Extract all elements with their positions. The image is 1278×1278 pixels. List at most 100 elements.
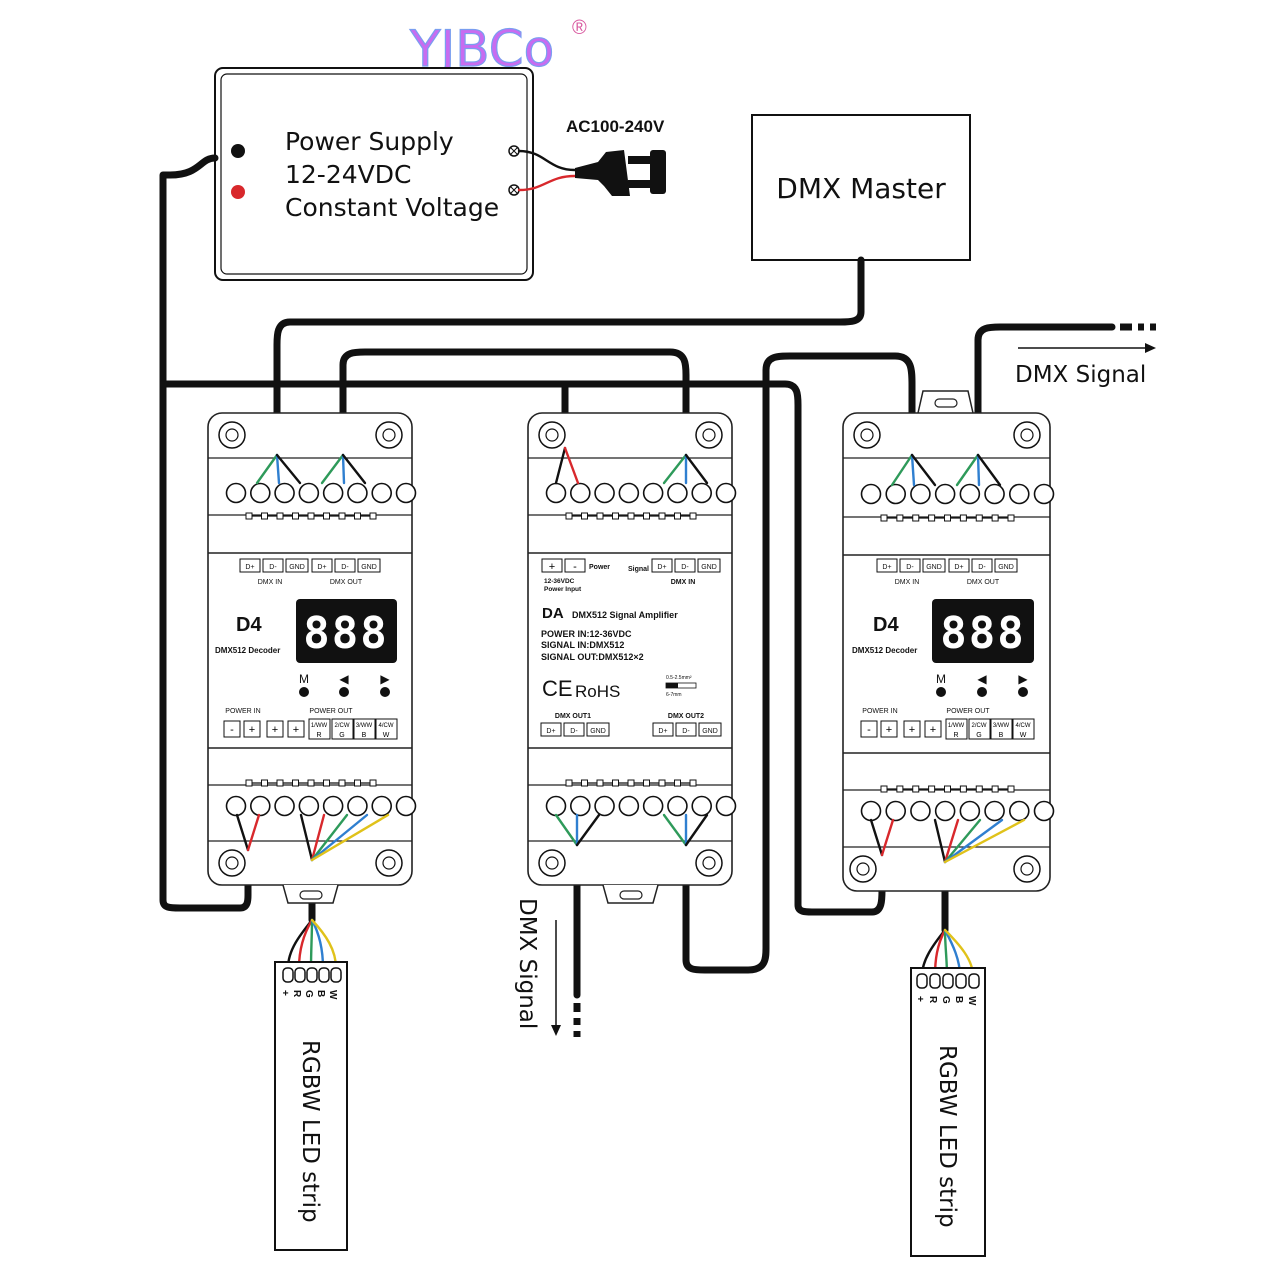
next-button-2[interactable] [1018, 687, 1028, 697]
svg-text:B: B [362, 732, 367, 739]
svg-text:GND: GND [289, 564, 305, 571]
svg-text:W: W [1020, 732, 1027, 739]
mode-button-2[interactable] [936, 687, 946, 697]
dmx-master: DMX Master [751, 114, 971, 261]
svg-text:DMX OUT: DMX OUT [330, 579, 363, 586]
indicator-led [975, 785, 983, 793]
dmx-signal-amplifier: + - Power Signal D+ D- GND 12-36VDC Powe… [527, 412, 737, 904]
svg-text:D+: D+ [546, 728, 555, 735]
svg-text:GND: GND [590, 728, 606, 735]
svg-text:1/WW: 1/WW [311, 723, 328, 729]
svg-text:▶: ▶ [380, 672, 390, 686]
dmx-signal-bottom-label: DMX Signal [514, 898, 540, 1029]
svg-text:+: + [272, 724, 278, 736]
svg-text:+: + [249, 724, 255, 736]
svg-text:+: + [279, 990, 290, 996]
svg-text:D+: D+ [317, 564, 326, 571]
dmx-decoder-1: D+ D- GND D+ D- GND DMX IN DMX OUT D4 DM… [207, 412, 417, 904]
screw-terminal [715, 482, 737, 504]
svg-text:+: + [886, 724, 892, 736]
amp-input-terminals: + - Power Signal D+ D- GND 12-36VDC Powe… [541, 558, 721, 593]
power-supply-title: Power Supply [285, 127, 454, 156]
power-supply-type: Constant Voltage [285, 193, 499, 222]
indicator-led [1007, 514, 1015, 522]
dmx-decoder-2: D+ D- GND D+ D- GND DMX IN DMX OUT D4 DM… [842, 390, 1055, 892]
svg-text:POWER IN: POWER IN [862, 708, 897, 715]
indicator-led [307, 512, 315, 520]
screw-terminal [395, 795, 417, 817]
prev-button-2[interactable] [977, 687, 987, 697]
seven-segment-display-2 [932, 599, 1034, 663]
indicator-led [944, 514, 951, 522]
led-strip-2-label: RGBW LED strip [934, 1045, 960, 1228]
amp-output-terminals: D+ D- GND D+ D- GND [540, 722, 722, 737]
screw-terminal [569, 795, 591, 817]
screw-terminal [642, 795, 664, 817]
screw-terminal [545, 482, 567, 504]
mode-button[interactable] [299, 687, 309, 697]
indicator-led [1007, 785, 1015, 793]
screw-terminal [860, 800, 882, 822]
indicator-led [565, 512, 573, 520]
indicator-led [912, 785, 920, 793]
svg-text:DMX IN: DMX IN [258, 579, 283, 586]
svg-text:DMX IN: DMX IN [895, 579, 920, 586]
screw-terminal [691, 795, 713, 817]
screw-terminal [885, 800, 907, 822]
svg-text:◀: ◀ [977, 672, 987, 686]
indicator-led [245, 779, 253, 787]
indicator-led [627, 512, 635, 520]
indicator-led [944, 785, 951, 793]
prev-button[interactable] [339, 687, 349, 697]
rohs-mark: RoHS [575, 682, 620, 701]
svg-text:D-: D- [978, 564, 986, 571]
indicator-led [323, 779, 330, 787]
decoder-model: D4 [236, 614, 262, 636]
svg-text:G: G [976, 732, 981, 739]
svg-text:B: B [999, 732, 1004, 739]
svg-text:R: R [953, 732, 958, 739]
svg-text:-: - [573, 561, 577, 573]
screw-terminal [691, 482, 713, 504]
svg-text:+: + [914, 996, 925, 1002]
svg-text:888: 888 [940, 608, 1025, 659]
svg-text:DMX OUT1: DMX OUT1 [555, 713, 591, 720]
indicator-led [959, 785, 967, 793]
dmx-signal-right-label: DMX Signal [1015, 362, 1146, 388]
indicator-led [880, 514, 888, 522]
indicator-led [991, 514, 999, 522]
screw-terminal [594, 795, 615, 817]
screw-terminal [910, 800, 931, 822]
screw-terminal [618, 482, 640, 504]
indicator-led [369, 512, 377, 520]
indicator-led [674, 512, 681, 520]
next-button[interactable] [380, 687, 390, 697]
screw-terminal [934, 483, 956, 505]
svg-text:M: M [936, 672, 946, 686]
svg-text:GND: GND [702, 728, 718, 735]
led-strip-1: + R G B W RGBW LED strip [274, 961, 348, 1251]
screw-terminal [667, 482, 688, 504]
amp-title: DMX512 Signal Amplifier [572, 610, 678, 620]
indicator-led [928, 785, 936, 793]
svg-text:R: R [291, 990, 302, 998]
indicator-led [596, 779, 604, 787]
indicator-led [643, 779, 650, 787]
svg-text:SIGNAL IN:DMX512: SIGNAL IN:DMX512 [541, 640, 624, 650]
svg-text:D-: D- [269, 564, 277, 571]
svg-text:W: W [327, 990, 338, 1000]
svg-text:3/WW: 3/WW [993, 723, 1010, 729]
indicator-led [276, 512, 284, 520]
svg-text:D-: D- [341, 564, 349, 571]
indicator-led [928, 514, 936, 522]
screw-terminal [959, 483, 981, 505]
indicator-led [565, 779, 573, 787]
svg-text:D-: D- [906, 564, 914, 571]
svg-text:3/WW: 3/WW [356, 723, 373, 729]
svg-text:G: G [940, 996, 951, 1004]
svg-text:D+: D+ [657, 564, 666, 571]
decoder2-subtitle: DMX512 Decoder [852, 646, 917, 655]
svg-text:+: + [549, 561, 555, 573]
svg-text:DMX OUT: DMX OUT [967, 579, 1000, 586]
screw-terminal [984, 483, 1005, 505]
